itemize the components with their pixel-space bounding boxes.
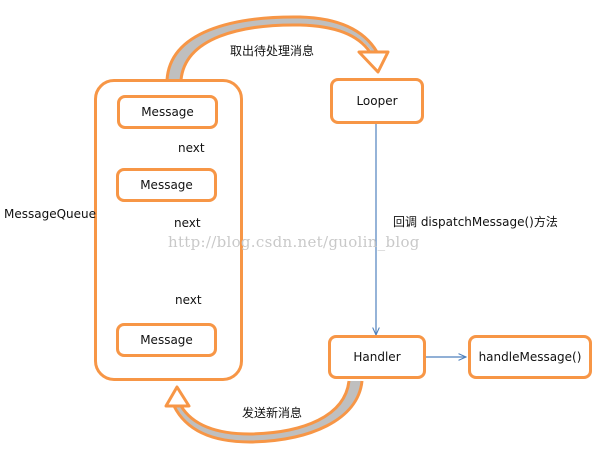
handler-box: Handler: [328, 335, 426, 379]
message-label: Message: [140, 333, 193, 347]
looper-label: Looper: [356, 94, 398, 108]
next-label-1: next: [178, 141, 205, 155]
callback-label: 回调 dispatchMessage()方法: [393, 215, 558, 229]
send-message-curved-arrow: [164, 380, 364, 444]
next-label-3: next: [175, 293, 202, 307]
handle-message-label: handleMessage(): [478, 350, 582, 364]
watermark-text: http://blog.csdn.net/guolin_blog: [168, 233, 420, 251]
next-label-2: next: [174, 216, 201, 230]
handle-message-box: handleMessage(): [468, 335, 592, 379]
send-message-label: 发送新消息: [242, 406, 303, 420]
message-label: Message: [140, 178, 193, 192]
message-box-2: Message: [116, 168, 217, 202]
take-message-curved-arrow: [165, 15, 390, 81]
message-queue-label: MessageQueue: [4, 207, 97, 221]
handler-label: Handler: [353, 350, 401, 364]
message-box-1: Message: [117, 95, 218, 129]
message-box-3: Message: [116, 323, 217, 357]
message-label: Message: [141, 105, 194, 119]
looper-box: Looper: [330, 78, 424, 124]
take-message-label: 取出待处理消息: [230, 44, 315, 58]
